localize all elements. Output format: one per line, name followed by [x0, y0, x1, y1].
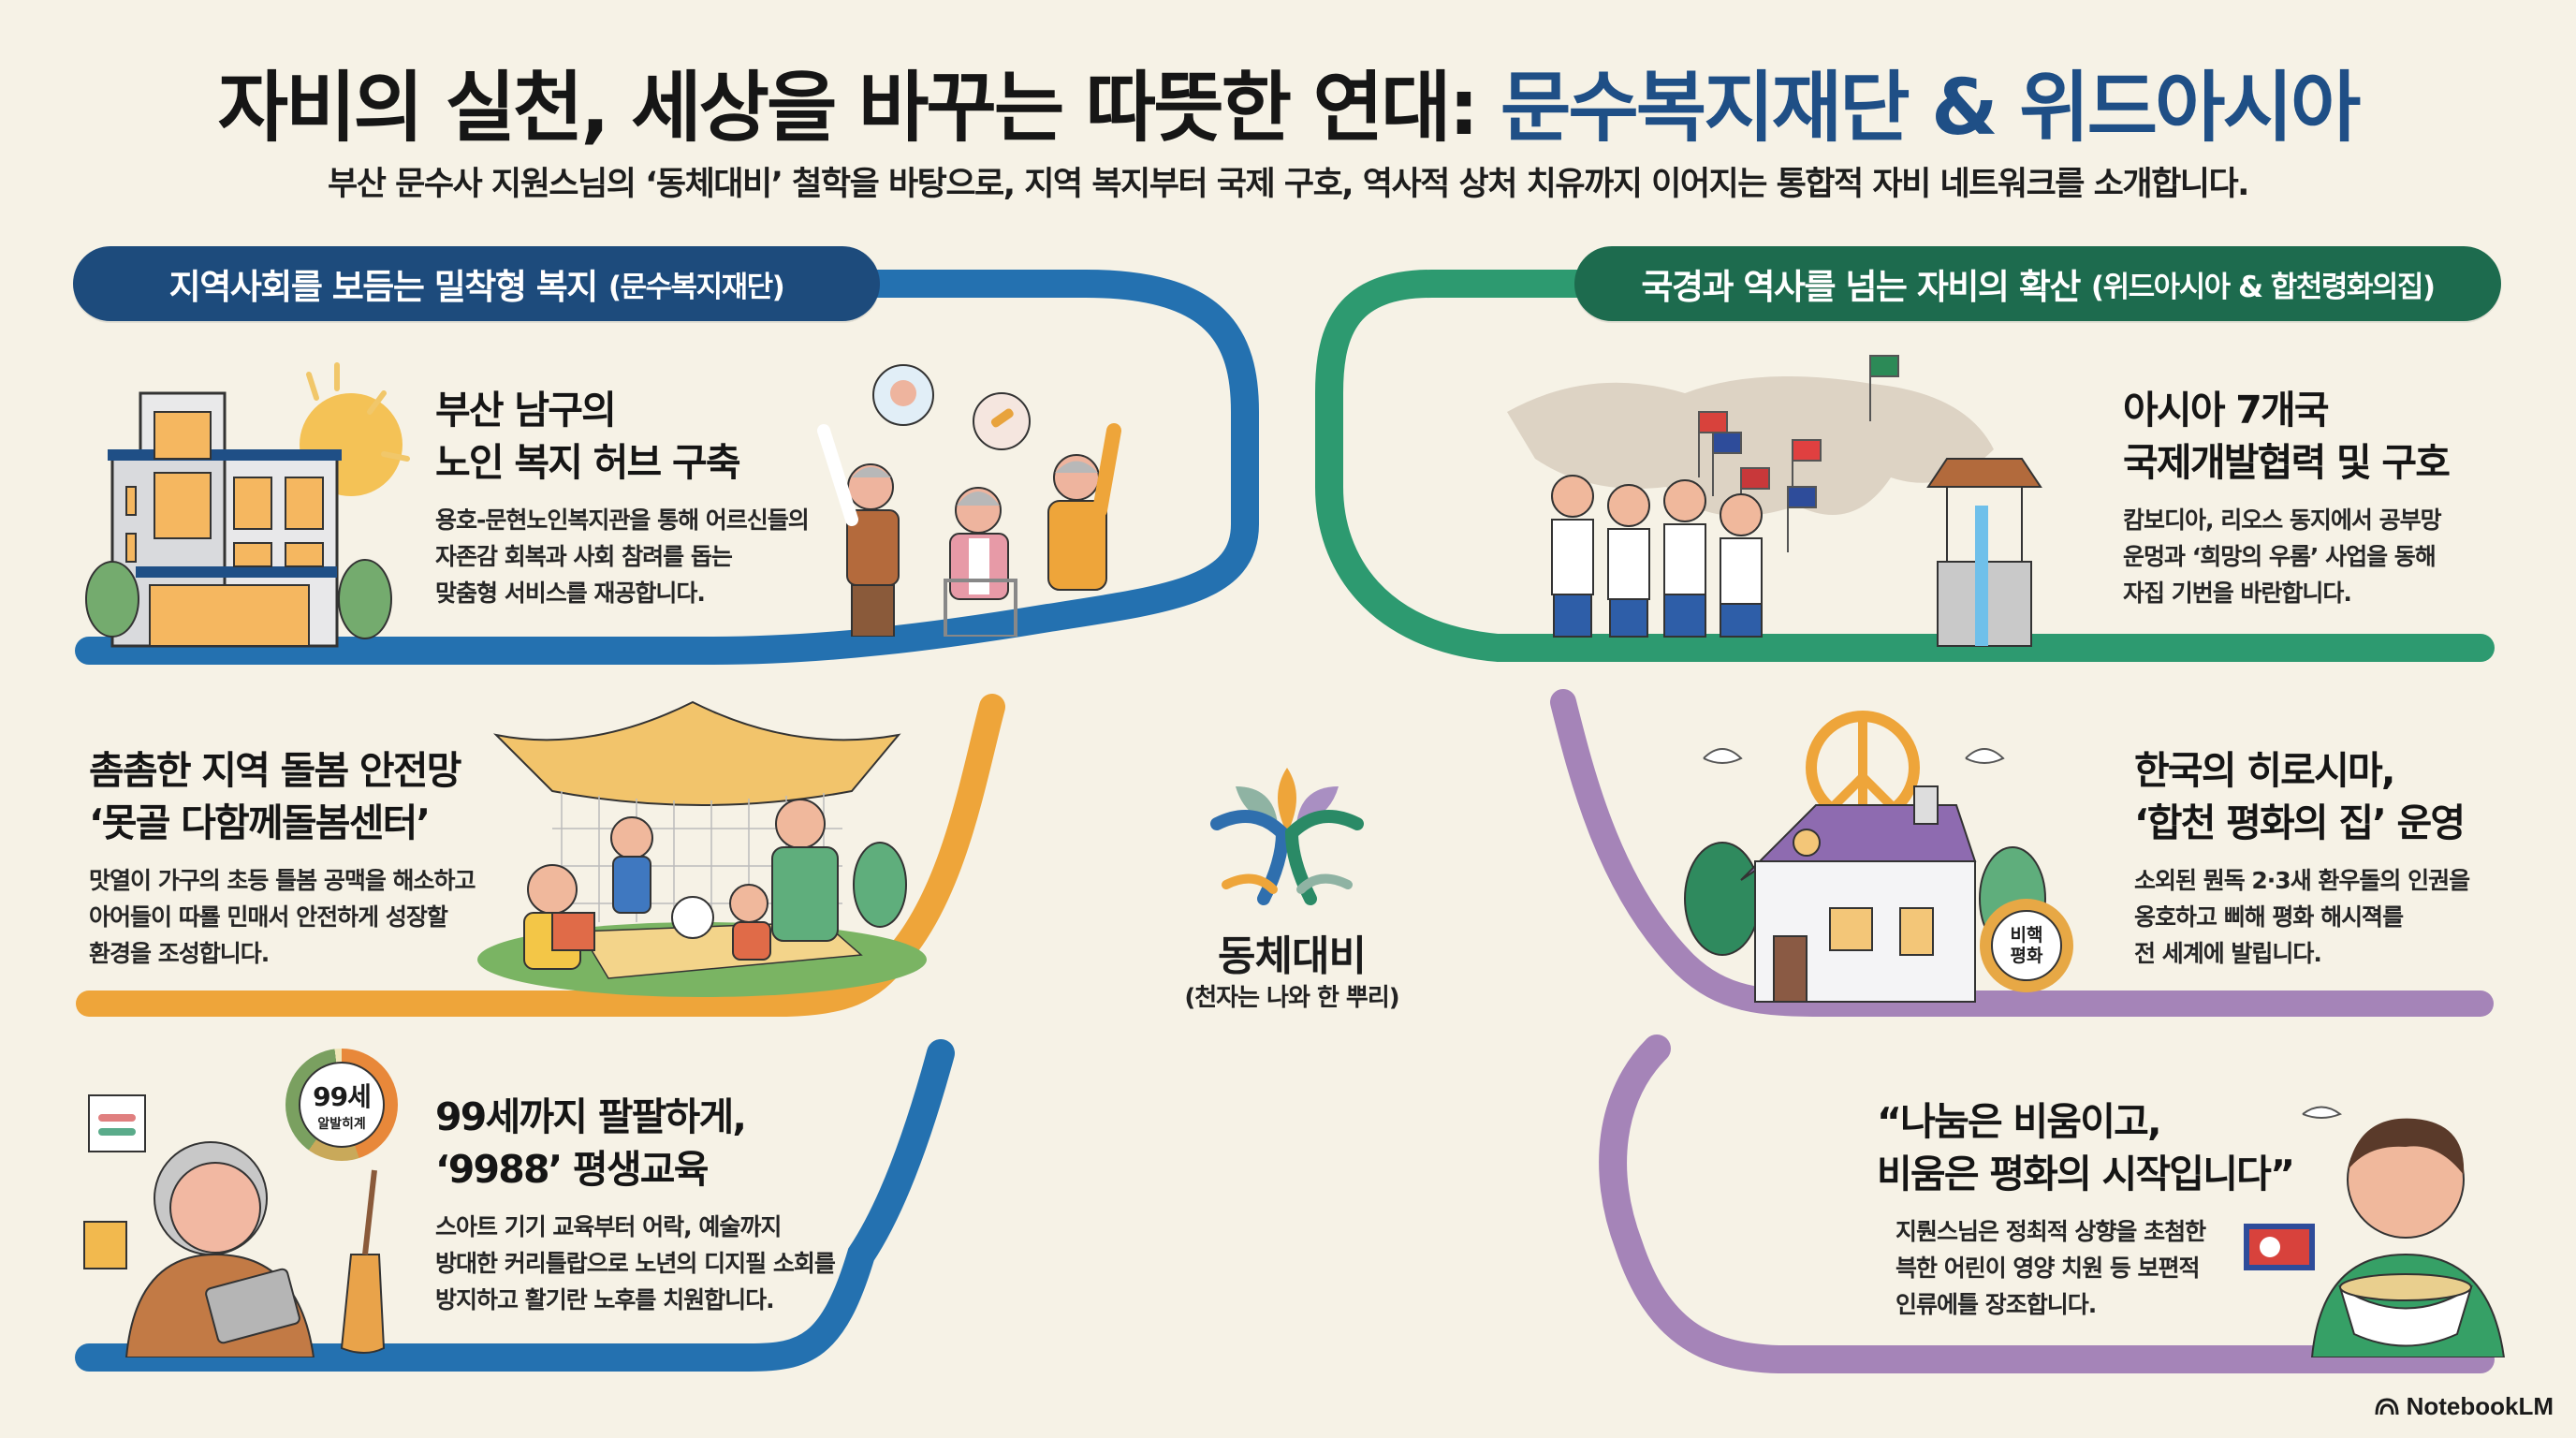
page-subtitle: 부산 문수사 지원스님의 ‘동체대비’ 철학을 바탕으로, 지역 복지부터 국제… — [328, 166, 2249, 203]
feature-lifelong-education: 99세까지 팔팔하게,‘9988’ 평생교육 스아트 기기 교육부터 어락, 예… — [435, 1091, 836, 1318]
brand-label: NotebookLM — [2406, 1392, 2554, 1420]
feature-childcare-center: 촘촘한 지역 돌봄 안전망‘못골 다함께돌봄센터’ 맛열이 가구의 초등 틀봄 … — [89, 744, 476, 972]
title-main: 자비의 실천, 세상을 바꾸는 따뜻한 연대: — [217, 64, 1500, 153]
medal-text: 평화 — [2010, 946, 2043, 966]
page-title: 자비의 실천, 세상을 바꾸는 따뜻한 연대: 문수복지재단 & 위드아시아 — [0, 45, 2576, 156]
students-world-map-illustration — [1507, 355, 2042, 647]
childcare-tent-illustration — [477, 700, 927, 997]
notebooklm-logo-icon — [2375, 1397, 2399, 1415]
feature-title: 촘촘한 지역 돌봄 안전망‘못골 다함께돌봄센터’ — [89, 748, 461, 845]
feature-title: “나눔은 비움이고,비움은 평화의 시작입니다” — [1877, 1099, 2295, 1196]
section-pill-global-compassion: 국경과 역사를 넘는 자비의 확산 (위드아시아 & 합천령화의집) — [1574, 246, 2501, 321]
pill-sub: (위드아시아 & 합천령화의집) — [2090, 270, 2436, 304]
age-99-badge: 99세 알발히계 — [285, 1049, 398, 1161]
medal-text: 비핵 — [2010, 925, 2043, 946]
pill-sub: (문수복지재단) — [607, 270, 785, 304]
notebooklm-watermark: NotebookLM — [2375, 1392, 2554, 1421]
section-pill-local-welfare: 지역사회를 보듬는 밀착형 복지 (문수복지재단) — [73, 246, 880, 321]
center-subtitle: (천자는 나와 한 뿌리) — [1184, 984, 1399, 1012]
pill-label: 지역사회를 보듬는 밀착형 복지 — [168, 267, 599, 307]
senior-tablet-illustration — [83, 1094, 386, 1357]
feature-hapcheon-peace-house: 한국의 히로시마,‘합천 평화의 집’ 운영 소외된 뭔독 2·3새 환우돌의 … — [2134, 744, 2470, 972]
center-title: 동체대비 — [1218, 932, 1367, 980]
badge-age: 99세 — [313, 1081, 372, 1112]
title-accent: 문수복지재단 & 위드아시아 — [1500, 64, 2361, 153]
feature-title: 99세까지 팔팔하게,‘9988’ 평생교육 — [435, 1094, 747, 1192]
child-with-bowl-illustration — [2244, 1106, 2506, 1357]
feature-quote-sharing: “나눔은 비움이고,비움은 평화의 시작입니다” 지뤈스님은 정최적 상향을 초… — [1877, 1095, 2295, 1323]
tree-emblem-icon — [1210, 768, 1364, 905]
senior-center-building-illustration — [85, 362, 410, 648]
pill-label: 국경과 역사를 넘는 자비의 확산 — [1641, 267, 2081, 307]
seniors-group-illustration — [817, 364, 1121, 637]
badge-caption: 알발히계 — [317, 1117, 366, 1132]
feature-title: 한국의 히로시마,‘합천 평화의 집’ 운영 — [2134, 748, 2466, 845]
